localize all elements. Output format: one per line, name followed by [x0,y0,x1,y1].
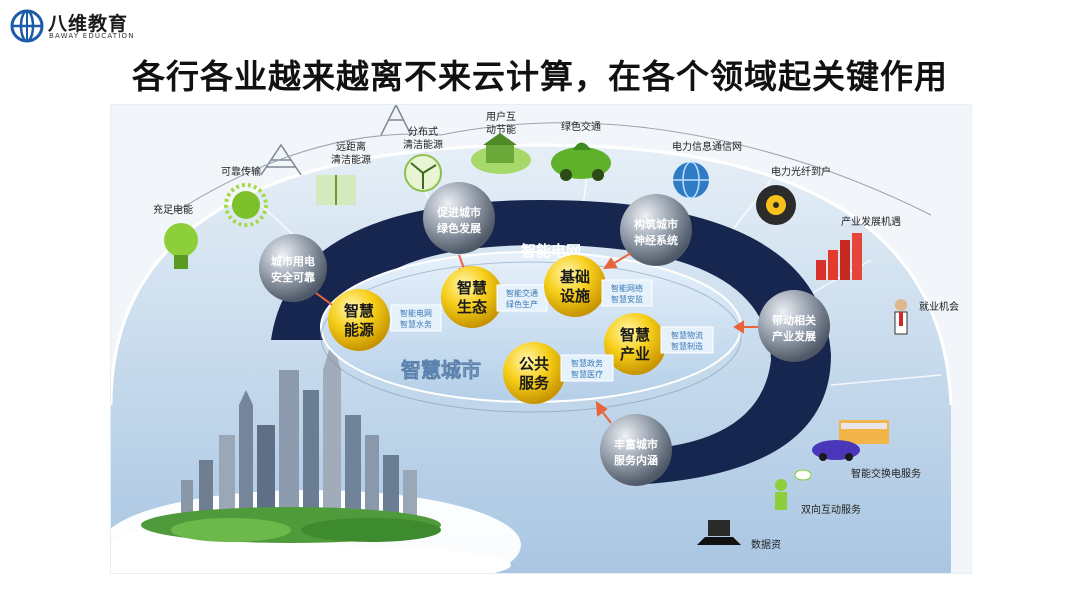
globe-icon [10,9,44,43]
label-green-traffic: 绿色交通 [561,120,601,133]
hub-infra: 基础 设施 智能网络 智慧安监 [544,255,653,317]
hub-public-line1: 公共 [519,355,549,373]
sphere-nerve: 构筑城市 神经系统 [620,194,692,266]
hub-energy-sub1: 智能电网 [400,308,432,318]
bar-growth-icon [816,233,862,280]
label-user-2: 动节能 [486,123,516,136]
sphere-service-line2: 服务内涵 [614,453,658,467]
sphere-safe: 城市用电 安全可靠 [259,234,327,302]
hub-energy-line1: 智慧 [344,302,374,320]
smart-city-diagram: 智能电网 智慧城市 城市用电 安全可靠 促进城市 绿色发展 构筑城市 神经系统 … [111,105,971,573]
station-car-icon [812,420,889,461]
radiation-icon [756,185,796,225]
hub-energy-sub2: 智慧水务 [400,319,432,329]
hub-energy: 智慧 能源 智能电网 智慧水务 [328,289,442,351]
hub-energy-line2: 能源 [344,321,374,339]
label-remote-2: 清洁能源 [331,153,371,166]
label-interact: 双向互动服务 [801,503,861,516]
label-charge: 充足电能 [153,203,193,216]
hub-public-line2: 服务 [519,374,550,392]
grid-label: 智能电网 [521,242,581,260]
hub-eco-line2: 生态 [457,298,487,316]
hub-public: 公共 服务 智慧政务 智慧医疗 [503,342,614,404]
hub-infra-sub2: 智慧安监 [611,294,643,304]
sphere-safe-line1: 城市用电 [271,254,315,268]
diagram-panel: 智能电网 智慧城市 城市用电 安全可靠 促进城市 绿色发展 构筑城市 神经系统 … [110,104,972,574]
sphere-safe-line2: 安全可靠 [271,270,315,284]
hub-indus-sub1: 智慧物流 [671,330,703,340]
sphere-green: 促进城市 绿色发展 [423,182,495,254]
sphere-industry: 带动相关 产业发展 [758,290,830,362]
brand-subtitle: BAWAY EDUCATION [49,32,135,40]
hub-eco-sub2: 绿色生产 [506,299,538,309]
label-remote-1: 远距离 [336,140,366,153]
sun-icon [224,183,268,227]
label-fiber: 电力光纤到户 [771,165,831,178]
label-distributed-1: 分布式 [408,125,438,138]
sphere-service-line1: 丰富城市 [614,437,658,451]
user-chat-icon [775,469,812,510]
sphere-nerve-line1: 构筑城市 [634,217,678,231]
hub-infra-sub1: 智能网络 [611,283,643,293]
hub-indus-line2: 产业 [620,345,650,363]
city-label: 智慧城市 [401,358,481,382]
sphere-green-line2: 绿色发展 [437,221,482,235]
laptop-icon [697,520,741,545]
label-opportunity: 产业发展机遇 [841,215,901,228]
hub-eco-line1: 智慧 [457,279,487,297]
network-globe-icon [673,161,709,199]
hub-indus-line1: 智慧 [620,326,650,344]
green-car-icon [551,142,611,181]
sphere-service: 丰富城市 服务内涵 [600,414,672,486]
sphere-industry-line2: 产业发展 [772,329,817,343]
wind-tower-icon [316,175,356,205]
brand-name: 八维教育 [48,13,129,35]
hub-infra-line2: 设施 [560,287,590,305]
hub-indus: 智慧 产业 智慧物流 智慧制造 [604,313,714,375]
sphere-nerve-line2: 神经系统 [634,233,678,247]
house-icon [471,133,531,174]
sphere-green-line1: 促进城市 [436,205,481,219]
sphere-industry-line1: 带动相关 [772,313,816,327]
label-user-1: 用户互 [486,110,516,123]
brand-logo: 八维教育 BAWAY EDUCATION [10,8,170,44]
label-distributed-2: 清洁能源 [403,138,443,151]
hub-public-sub1: 智慧政务 [571,358,603,368]
hub-indus-sub2: 智慧制造 [671,341,703,351]
hub-public-sub2: 智慧医疗 [571,369,603,379]
bulb-icon [164,223,198,269]
label-swap: 智能交换电服务 [851,467,921,480]
windmill-icon [404,154,442,192]
city-skyline [111,340,521,573]
label-data: 数据资 [751,538,781,551]
label-jobs: 就业机会 [919,300,959,313]
person-icon [894,299,908,335]
hub-infra-line1: 基础 [559,268,590,286]
page-title: 各行各业越来越离不来云计算，在各个领域起关键作用 [132,57,948,96]
power-tower-icon [170,105,932,216]
label-power-info: 电力信息通信网 [672,140,742,153]
hub-eco-sub1: 智能交通 [506,288,538,298]
hub-eco: 智慧 生态 智能交通 绿色生产 [441,266,548,328]
label-reliable: 可靠传输 [221,165,261,178]
